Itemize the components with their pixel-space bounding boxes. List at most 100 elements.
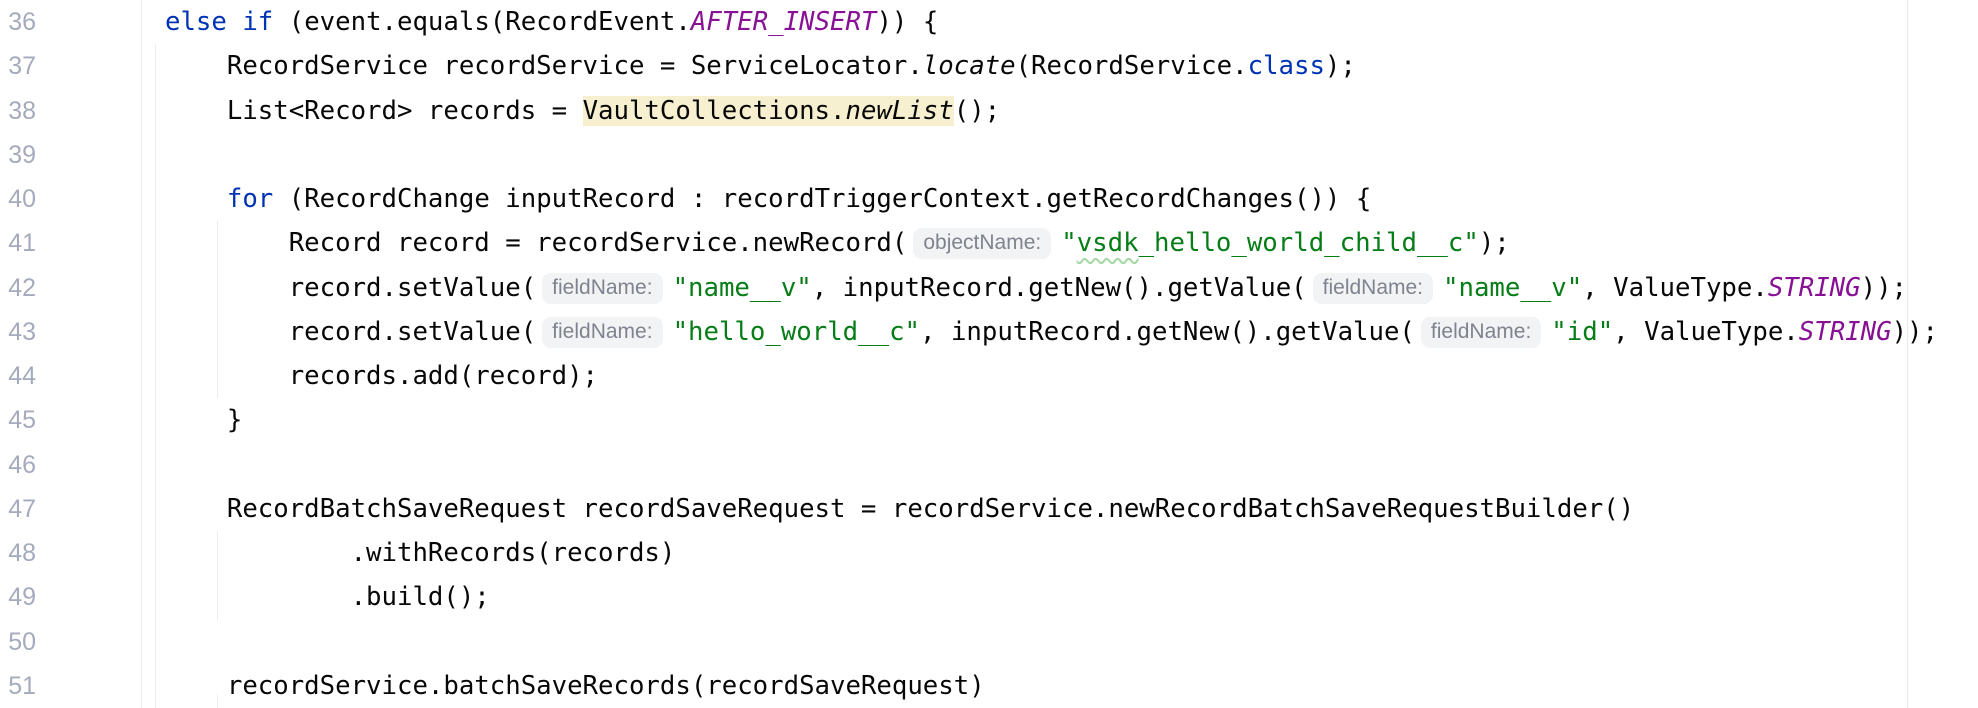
code-token: STRING	[1767, 272, 1861, 303]
code-token: Record record = recordService.newRecord(	[165, 228, 908, 259]
code-token: "hello_world__c"	[672, 316, 921, 347]
code-token: (RecordChange inputRecord : recordTrigge…	[273, 184, 1372, 214]
code-token: _hello_world_child__c"	[1138, 228, 1479, 259]
code-token: if	[242, 7, 274, 37]
code-line[interactable]	[36, 620, 1978, 664]
editor-row: 42 record.setValue(fieldName:"name__v", …	[0, 266, 1978, 310]
code-token: vsdk	[1076, 228, 1139, 259]
code-token: newList	[845, 95, 954, 126]
editor-row: 39	[0, 133, 1978, 177]
indent-guide	[155, 44, 156, 708]
code-token: VaultCollections.	[582, 95, 846, 126]
editor-row: 37 RecordService recordService = Service…	[0, 44, 1978, 88]
parameter-hint-chip[interactable]: fieldName:	[1312, 272, 1434, 304]
code-token: }	[165, 405, 243, 436]
indent-guide	[217, 695, 218, 708]
code-line[interactable]: record.setValue(fieldName:"hello_world__…	[36, 310, 1978, 354]
code-token: (RecordService.	[1015, 51, 1248, 82]
code-line[interactable]: record.setValue(fieldName:"name__v", inp…	[36, 266, 1978, 310]
line-number[interactable]: 40	[8, 185, 36, 213]
right-margin-guide	[1907, 0, 1908, 708]
code-token: "name__v"	[672, 272, 812, 303]
editor-row: 49 .build();	[0, 575, 1978, 619]
indent-guide	[217, 221, 218, 398]
editor-row: 38 List<Record> records = VaultCollectio…	[0, 89, 1978, 133]
line-number[interactable]: 48	[8, 539, 36, 567]
editor-row: 44 records.add(record);	[0, 354, 1978, 398]
code-token: "name__v"	[1443, 272, 1583, 303]
code-token: ));	[1860, 272, 1908, 303]
code-line[interactable]: recordService.batchSaveRecords(recordSav…	[36, 664, 1978, 708]
code-token: List<Record> records =	[165, 95, 583, 126]
code-token	[165, 184, 227, 214]
code-line[interactable]	[36, 133, 1978, 177]
code-token: )) {	[876, 7, 939, 37]
editor-row: 45 }	[0, 398, 1978, 442]
code-token: );	[1478, 228, 1510, 259]
code-line[interactable]: RecordService recordService = ServiceLoc…	[36, 44, 1978, 88]
line-number[interactable]: 47	[8, 494, 36, 523]
line-number[interactable]: 46	[8, 450, 36, 479]
code-token: recordService.batchSaveRecords(recordSav…	[165, 670, 985, 701]
line-number[interactable]: 51	[8, 671, 36, 700]
code-token: STRING	[1798, 316, 1892, 347]
code-token: RecordService recordService = ServiceLoc…	[165, 51, 923, 82]
line-number[interactable]: 45	[8, 406, 36, 435]
editor-row: 50	[0, 620, 1978, 664]
code-token: .build();	[165, 582, 490, 613]
code-token: , ValueType.	[1582, 272, 1768, 303]
code-token: ();	[953, 95, 1001, 126]
line-number[interactable]: 49	[8, 583, 36, 612]
line-number[interactable]: 50	[8, 627, 36, 656]
code-line[interactable]: .build();	[36, 575, 1978, 619]
code-token: (event.equals(RecordEvent.	[273, 7, 691, 37]
code-token: ));	[1891, 316, 1938, 347]
code-line[interactable]: records.add(record);	[36, 354, 1978, 398]
line-number[interactable]: 36	[8, 8, 36, 36]
code-token: "id"	[1551, 316, 1614, 347]
editor-row: 43 record.setValue(fieldName:"hello_worl…	[0, 310, 1978, 354]
line-number[interactable]: 39	[8, 140, 36, 169]
editor-row: 47 RecordBatchSaveRequest recordSaveRequ…	[0, 487, 1978, 531]
parameter-hint-chip[interactable]: fieldName:	[1420, 316, 1542, 348]
code-token: , inputRecord.getNew().getValue(	[811, 272, 1307, 303]
editor-row: 41 Record record = recordService.newReco…	[0, 221, 1978, 265]
code-line[interactable]: List<Record> records = VaultCollections.…	[36, 89, 1978, 133]
code-token: "	[1061, 228, 1077, 259]
code-token: record.setValue(	[165, 272, 537, 303]
code-line[interactable]	[36, 443, 1978, 487]
code-line[interactable]: }	[36, 398, 1978, 442]
parameter-hint-chip[interactable]: fieldName:	[542, 316, 663, 348]
gutter-separator	[141, 0, 142, 708]
code-token: .withRecords(records)	[165, 538, 676, 568]
editor-row: 40 for (RecordChange inputRecord : recor…	[0, 177, 1978, 221]
code-line[interactable]: for (RecordChange inputRecord : recordTr…	[36, 177, 1978, 221]
parameter-hint-chip[interactable]: objectName:	[913, 228, 1052, 260]
line-number[interactable]: 37	[8, 52, 36, 81]
code-token	[227, 7, 242, 37]
code-line[interactable]: .withRecords(records)	[36, 531, 1978, 575]
code-token: records.add(record);	[165, 361, 599, 391]
line-number[interactable]: 44	[8, 362, 36, 390]
code-token: class	[1247, 51, 1325, 82]
line-number[interactable]: 41	[8, 229, 36, 258]
code-line[interactable]: else if (event.equals(RecordEvent.AFTER_…	[36, 0, 1978, 44]
parameter-hint-chip[interactable]: fieldName:	[542, 272, 663, 304]
code-token: for	[226, 184, 274, 214]
code-line[interactable]: RecordBatchSaveRequest recordSaveRequest…	[36, 487, 1978, 531]
indent-guide	[217, 531, 218, 620]
editor-row: 46	[0, 443, 1978, 487]
editor-row: 48 .withRecords(records)	[0, 531, 1978, 575]
code-token: record.setValue(	[165, 316, 537, 347]
line-number[interactable]: 38	[8, 96, 36, 125]
code-token: , inputRecord.getNew().getValue(	[920, 316, 1415, 347]
code-token: , ValueType.	[1613, 316, 1799, 347]
code-line[interactable]: Record record = recordService.newRecord(…	[36, 221, 1978, 265]
code-token: RecordBatchSaveRequest recordSaveRequest…	[165, 493, 1635, 524]
editor-row: 51 recordService.batchSaveRecords(record…	[0, 664, 1978, 708]
line-number[interactable]: 42	[8, 273, 36, 302]
line-number[interactable]: 43	[8, 317, 36, 346]
